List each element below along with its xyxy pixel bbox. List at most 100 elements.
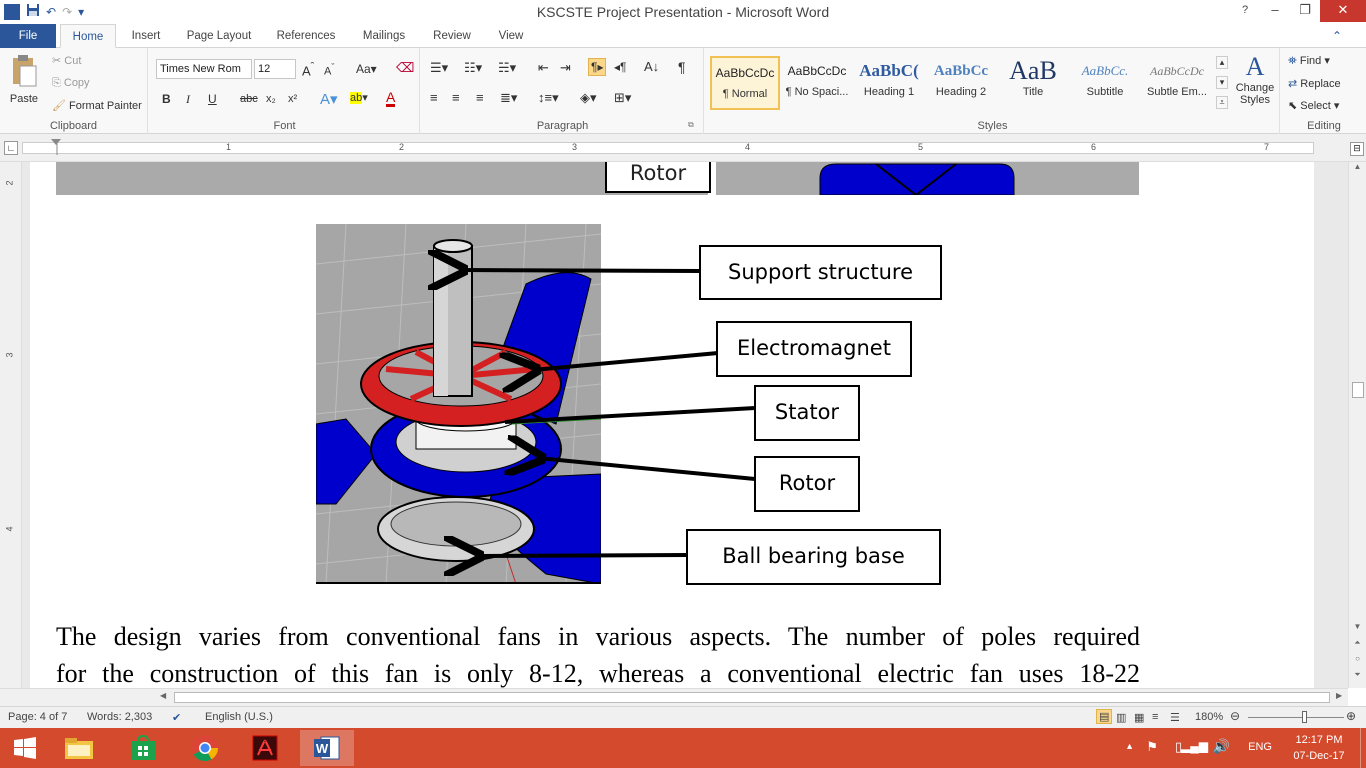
font-color-icon[interactable]: A (386, 89, 396, 107)
outline-icon[interactable]: ≡ (1152, 711, 1159, 723)
copy-button[interactable]: ⎘ Copy (52, 77, 90, 89)
scroll-up-icon[interactable]: ▲ (1353, 162, 1362, 171)
body-paragraph-line-1[interactable]: The design varies from conventional fans… (56, 622, 1140, 651)
font-size-combo[interactable]: 12 (254, 59, 296, 79)
style-title[interactable]: AaB Title (1009, 56, 1057, 98)
zoom-slider[interactable] (1248, 717, 1344, 718)
close-button[interactable]: ✕ (1320, 0, 1366, 22)
superscript-button[interactable]: x² (288, 93, 298, 105)
show-hidden-icons-icon[interactable]: ▲ (1125, 741, 1134, 751)
align-left-icon[interactable]: ≡ (430, 90, 438, 105)
subscript-button[interactable]: x₂ (266, 93, 276, 105)
increase-indent-icon[interactable]: ⇥ (560, 60, 571, 75)
rtl-direction-icon[interactable]: ◂¶ (614, 60, 627, 74)
shrink-font-button[interactable]: Aˇ (324, 62, 335, 78)
bullets-icon[interactable]: ☰▾ (430, 60, 449, 75)
ltr-direction-icon[interactable]: ¶▸ (588, 58, 607, 76)
previous-page-icon[interactable]: ⏶ (1354, 638, 1361, 647)
full-screen-reading-icon[interactable]: ▥ (1116, 712, 1127, 724)
style-no-spacing[interactable]: AaBbCcDc ¶ No Spaci... (785, 64, 849, 98)
ribbon-minimize-icon[interactable]: ⌃ (1331, 29, 1342, 43)
strikethrough-button[interactable]: abc (240, 93, 258, 105)
decrease-indent-icon[interactable]: ⇤ (538, 60, 549, 75)
grow-font-button[interactable]: Aˆ (302, 61, 315, 79)
tab-view[interactable]: View (498, 30, 524, 42)
document-page[interactable]: Rotor (30, 162, 1314, 688)
style-normal[interactable]: AaBbCcDc ¶ Normal (710, 56, 780, 110)
tab-references[interactable]: References (276, 30, 336, 42)
tab-page-layout[interactable]: Page Layout (186, 30, 252, 42)
network-signal-icon[interactable]: ▂▄▆ (1181, 739, 1208, 753)
ruler-scale[interactable]: 1 2 3 4 5 6 7 (22, 139, 1314, 155)
action-center-flag-icon[interactable]: ⚑ (1146, 739, 1158, 754)
body-paragraph-line-2[interactable]: for the construction of this fan is only… (56, 659, 1140, 688)
volume-icon[interactable]: 🔊 (1212, 738, 1230, 754)
styles-scroll-down-icon[interactable]: ▾ (1216, 76, 1228, 89)
style-heading-2[interactable]: AaBbCc Heading 2 (933, 63, 989, 98)
zoom-slider-thumb[interactable] (1302, 711, 1307, 723)
page-count[interactable]: Page: 4 of 7 (8, 711, 68, 723)
word-count[interactable]: Words: 2,303 (87, 711, 153, 723)
tab-selector-icon[interactable]: ∟ (4, 141, 18, 155)
start-button[interactable] (0, 730, 50, 766)
tab-insert[interactable]: Insert (131, 30, 161, 42)
style-subtle-emphasis[interactable]: AaBbCcDc Subtle Em... (1147, 64, 1207, 98)
taskbar-file-explorer[interactable] (52, 730, 106, 766)
save-icon[interactable] (26, 3, 40, 20)
paste-button[interactable]: Paste (6, 54, 42, 105)
scroll-right-icon[interactable]: ▶ (1336, 691, 1343, 700)
scroll-thumb[interactable] (1352, 382, 1364, 398)
find-button[interactable]: ⛯ Find ▾ (1288, 55, 1330, 67)
document-area[interactable]: Rotor (22, 162, 1348, 688)
redo-icon[interactable]: ↷ (62, 4, 73, 19)
input-language[interactable]: ENG (1248, 741, 1272, 753)
language-indicator[interactable]: English (U.S.) (205, 711, 273, 723)
undo-icon[interactable]: ↶ (46, 4, 57, 19)
change-styles-button[interactable]: A Change Styles (1232, 52, 1278, 106)
taskbar-store[interactable] (116, 730, 170, 766)
scroll-down-icon[interactable]: ▼ (1353, 622, 1362, 631)
browse-object-icon[interactable]: ○ (1355, 654, 1360, 663)
line-spacing-icon[interactable]: ↕≡▾ (538, 90, 559, 105)
minimize-button[interactable]: – (1271, 2, 1279, 17)
word-app-icon[interactable]: W (4, 3, 20, 20)
show-desktop-button[interactable] (1360, 728, 1366, 768)
align-center-icon[interactable]: ≡ (452, 90, 460, 105)
style-subtitle[interactable]: AaBbCc. Subtitle (1081, 63, 1129, 98)
help-button[interactable]: ? (1241, 4, 1249, 16)
tab-file[interactable]: File (0, 24, 56, 48)
multilevel-list-icon[interactable]: ☵▾ (498, 60, 517, 75)
zoom-out-icon[interactable]: ⊖ (1230, 709, 1241, 723)
style-heading-1[interactable]: AaBbC( Heading 1 (859, 61, 919, 98)
format-painter-button[interactable]: 🖌 Format Painter (52, 100, 142, 112)
hscroll-thumb[interactable] (174, 692, 1330, 703)
bold-button[interactable]: B (162, 92, 171, 106)
clear-formatting-icon[interactable]: ⌫ (396, 60, 415, 75)
justify-icon[interactable]: ≣▾ (500, 90, 518, 105)
align-right-icon[interactable]: ≡ (476, 90, 484, 105)
battery-icon[interactable]: ▯ (1174, 739, 1182, 754)
underline-button[interactable]: U (208, 92, 217, 106)
vertical-scrollbar[interactable]: ▲ ▼ ⏶ ○ ⏷ (1348, 162, 1366, 688)
tab-home[interactable]: Home (60, 24, 116, 48)
borders-icon[interactable]: ⊞▾ (614, 90, 632, 105)
indent-marker-icon[interactable] (51, 139, 61, 145)
shading-icon[interactable]: ◈▾ (580, 90, 597, 105)
font-family-combo[interactable]: Times New Rom (156, 59, 252, 79)
customize-qat-icon[interactable]: ▾ (78, 4, 85, 19)
tab-mailings[interactable]: Mailings (362, 30, 406, 42)
zoom-in-icon[interactable]: ⊕ (1346, 709, 1357, 723)
print-layout-icon[interactable]: ▤ (1096, 709, 1113, 724)
draft-icon[interactable]: ☰ (1170, 712, 1180, 724)
text-effects-icon[interactable]: A▾ (320, 91, 338, 108)
tab-review[interactable]: Review (433, 30, 471, 42)
show-formatting-icon[interactable]: ¶ (678, 59, 686, 75)
highlight-icon[interactable]: ab▾ (350, 92, 368, 104)
taskbar-chrome[interactable] (178, 730, 232, 766)
styles-scroll-up-icon[interactable]: ▴ (1216, 56, 1228, 69)
cut-button[interactable]: ✂ Cut (52, 55, 82, 67)
next-page-icon[interactable]: ⏷ (1354, 670, 1361, 679)
sort-icon[interactable]: A↓ (644, 59, 660, 74)
scroll-left-icon[interactable]: ◀ (160, 691, 167, 700)
clock[interactable]: 12:17 PM 07-Dec-17 (1293, 734, 1345, 762)
